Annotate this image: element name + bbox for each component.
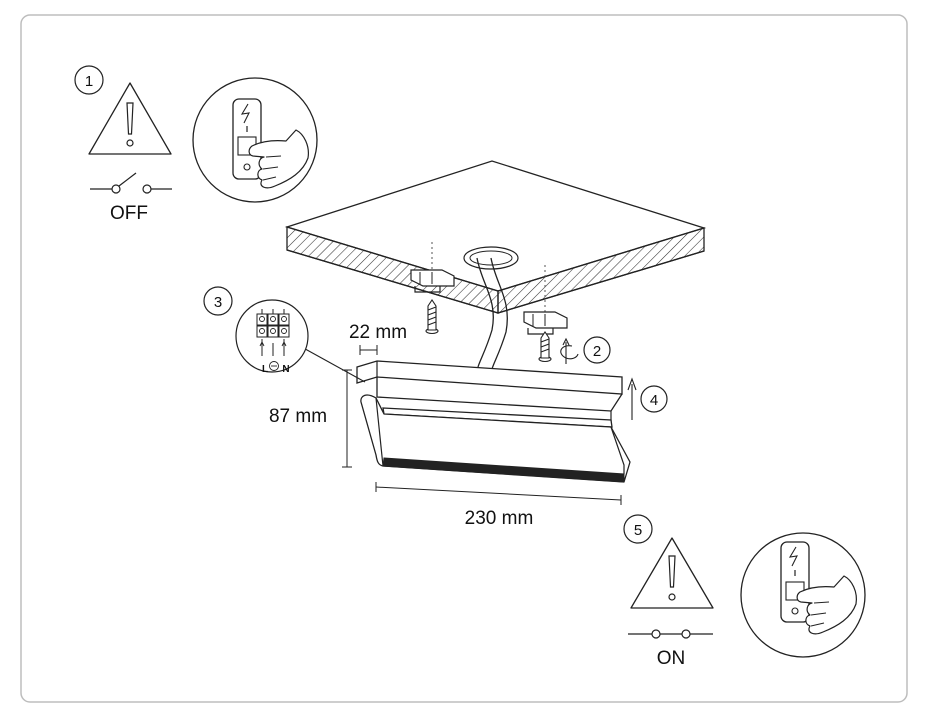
wall-switch-off-detail: [192, 77, 318, 203]
wall-switch-icon: [232, 98, 262, 180]
switch-closed-icon: [628, 629, 713, 639]
warning-triangle-icon: [88, 82, 172, 155]
hand-icon-on: [796, 575, 857, 635]
wiring-detail: 3 L N: [203, 286, 366, 383]
warning-triangle-icon-on: [630, 537, 714, 609]
screw-icon: [425, 299, 439, 335]
screw-icon-right: [538, 331, 552, 363]
rotate-arrow-icon: [560, 337, 579, 364]
length-label: 230 mm: [465, 508, 534, 529]
neutral-terminal-label: N: [282, 364, 289, 375]
line-terminal-label: L: [262, 364, 268, 375]
step-1-badge: [74, 65, 104, 95]
track-light-fixture: [356, 360, 631, 483]
step-4-number: 4: [650, 392, 658, 409]
off-label: OFF: [110, 203, 148, 224]
length-dimension: 230 mm: [375, 482, 622, 529]
callout-line: [297, 344, 366, 383]
switch-open-icon: [90, 172, 172, 194]
mounting-clip-left: [410, 269, 455, 293]
page-frame: [20, 14, 908, 703]
mounting-clip-right: [523, 311, 568, 335]
depth-label: 22 mm: [349, 322, 407, 343]
step-1-number: 1: [85, 73, 93, 90]
step-3-number: 3: [214, 294, 222, 311]
terminal-block-icon: [256, 309, 290, 371]
step-2-number: 2: [593, 343, 601, 360]
on-label: ON: [657, 648, 686, 669]
lightning-icon: [240, 103, 250, 124]
step-5-number: 5: [634, 522, 642, 539]
power-cable: [476, 257, 494, 368]
step-3-badge: [203, 286, 233, 316]
step-1-group: 1 OFF: [74, 65, 318, 224]
height-label: 87 mm: [269, 406, 327, 427]
hand-icon: [248, 129, 309, 189]
step-5-badge: [623, 514, 653, 544]
ground-icon: [269, 361, 279, 371]
up-arrow-icon: [627, 377, 637, 420]
wall-switch-on-detail: [740, 532, 866, 658]
step-4-badge: [640, 385, 668, 413]
ceiling-slab: [284, 160, 707, 314]
depth-dimension: 22 mm: [349, 322, 407, 355]
step-5-group: 5 ON: [623, 514, 866, 669]
height-dimension: 87 mm: [269, 369, 352, 468]
step-2-badge: [583, 336, 611, 364]
